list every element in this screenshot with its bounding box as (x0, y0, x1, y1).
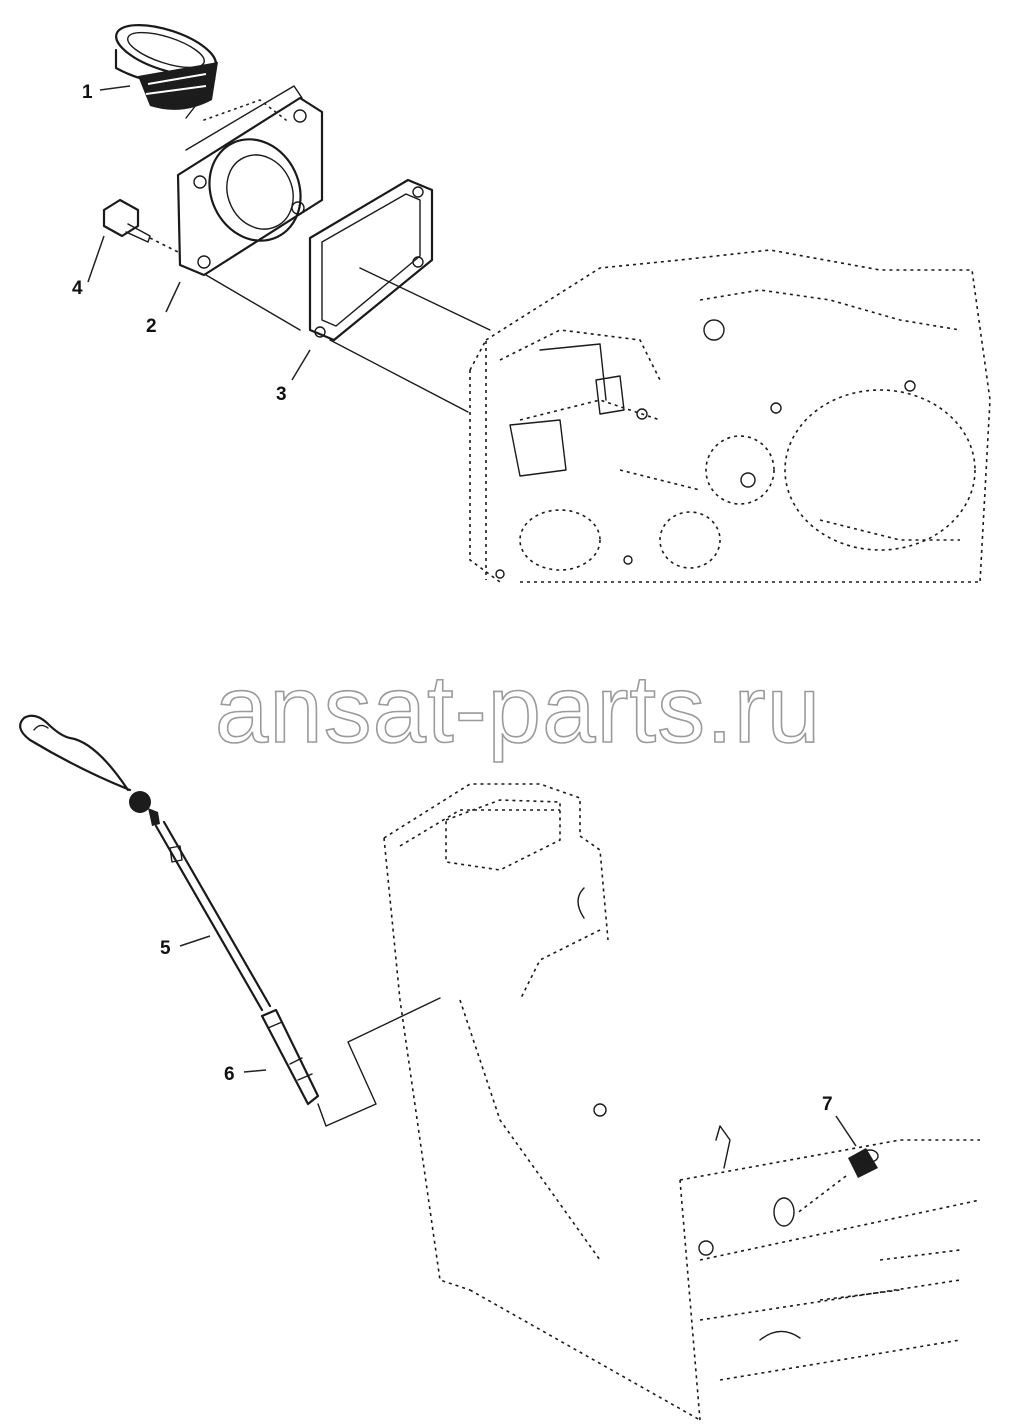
bolt-part (102, 198, 179, 253)
leader-3 (291, 349, 311, 381)
watermark-text: ansat-parts.ru (215, 656, 821, 763)
filler-housing-part (176, 85, 324, 277)
gasket-part (308, 178, 434, 342)
dipstick-tube-part (260, 1008, 320, 1106)
engine-block-bottom (383, 783, 981, 1421)
leader-7 (835, 1115, 857, 1147)
callout-3: 3 (276, 384, 287, 405)
leader-4 (87, 235, 105, 283)
filler-cap-part (114, 23, 218, 110)
callout-1: 1 (82, 82, 93, 103)
callout-6: 6 (224, 1064, 235, 1085)
plug-part (795, 1148, 879, 1215)
leader-1 (99, 85, 131, 91)
dipstick-part (19, 714, 272, 1012)
callout-2: 2 (146, 316, 157, 337)
engine-block-top (469, 249, 991, 583)
callout-5: 5 (160, 938, 171, 959)
callout-4: 4 (72, 278, 83, 299)
leader-5 (179, 935, 211, 947)
leader-6 (243, 1069, 267, 1073)
callout-7: 7 (822, 1094, 833, 1115)
leader-2 (165, 281, 181, 313)
